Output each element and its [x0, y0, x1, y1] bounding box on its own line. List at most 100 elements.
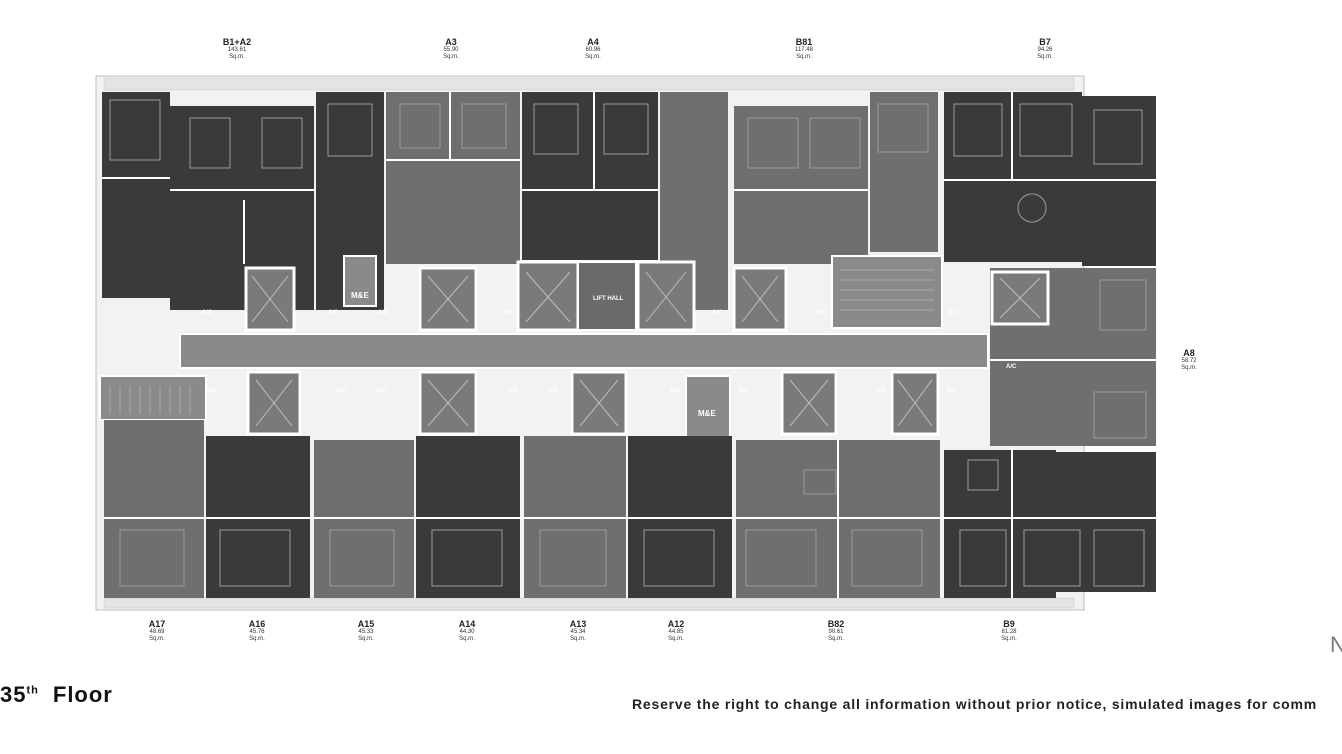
unit-code: A16: [248, 619, 266, 629]
unit-code: B82: [827, 619, 845, 629]
unit-code: B1+A2: [222, 37, 252, 47]
disclaimer-text: Reserve the right to change all informat…: [632, 696, 1318, 712]
unit-block-a17: [104, 420, 204, 598]
interior-walls: [102, 92, 1156, 598]
unit-block-b1-a2-left: [102, 92, 170, 298]
unit-area: 90.61: [828, 629, 844, 636]
unit-block-a3: [386, 92, 520, 264]
ac-label: A/C: [738, 388, 749, 394]
unit-area: 48.69: [149, 629, 165, 636]
north-arrow-icon: N: [1330, 632, 1342, 657]
furniture-outlines: [109, 99, 1147, 587]
unit-label-a15: A15 45.33 Sq.m.: [331, 619, 401, 642]
unit-code: A14: [458, 619, 476, 629]
ac-label: A/C: [376, 388, 387, 394]
corridor: [179, 333, 989, 369]
unit-area: 94.26: [1037, 47, 1053, 54]
unit-block-b9: [944, 450, 1056, 598]
stair-block-top: [831, 255, 943, 329]
unit-label-b82: B82 90.61 Sq.m.: [801, 619, 871, 642]
ac-label: A/C: [670, 388, 681, 394]
unit-code: B9: [1003, 619, 1015, 629]
unit-code: A17: [148, 619, 166, 629]
unit-label-a13: A13 45.34 Sq.m.: [543, 619, 613, 642]
unit-measure: Sq.m.: [570, 635, 586, 642]
unit-measure: Sq.m.: [1037, 53, 1053, 60]
ac-label: A/C: [508, 388, 519, 394]
unit-code: A3: [445, 37, 457, 47]
unit-area: 44.85: [668, 629, 684, 636]
ac-label: A/C: [816, 310, 827, 316]
unit-area: 143.61: [227, 47, 247, 54]
unit-block-b9-right: [1056, 452, 1156, 592]
lift-cross-marks: [251, 271, 1041, 427]
unit-label-b81: B81 117.48 Sq.m.: [769, 37, 839, 60]
ac-label: A/C: [876, 388, 887, 394]
ac-label: A/C: [948, 310, 959, 316]
unit-measure: Sq.m.: [585, 53, 601, 60]
ac-label: A/C: [378, 310, 389, 316]
unit-block-a4: [522, 92, 658, 260]
floor-suffix: th: [26, 684, 39, 697]
floor-title: 35th Floor: [0, 682, 113, 708]
lift-hall-label: LIFT HALL: [593, 296, 624, 302]
unit-label-a3: A3 55.90 Sq.m.: [416, 37, 486, 60]
floor-number: 35: [0, 682, 27, 707]
ac-label: A/C: [946, 388, 957, 394]
ac-label: A/C: [328, 310, 339, 316]
unit-code: A12: [667, 619, 685, 629]
unit-code: A8: [1183, 348, 1195, 358]
unit-area: 45.76: [249, 629, 265, 636]
unit-measure: Sq.m.: [828, 635, 844, 642]
unit-measure: Sq.m.: [1181, 364, 1197, 371]
unit-label-a4: A4 60.96 Sq.m.: [558, 37, 628, 60]
unit-measure: Sq.m.: [459, 635, 475, 642]
unit-code: B7: [1039, 37, 1051, 47]
unit-area: 117.48: [795, 47, 813, 54]
unit-label-b1-a2: B1+A2 143.61 Sq.m.: [202, 37, 272, 60]
ac-label: A/C: [206, 388, 217, 394]
ac-label: A/C: [1006, 364, 1017, 370]
unit-code: A13: [569, 619, 587, 629]
unit-code: A15: [357, 619, 375, 629]
unit-label-a8: A8 58.72 Sq.m.: [1154, 348, 1224, 371]
unit-measure: Sq.m.: [796, 53, 812, 60]
me-label-top: M&E: [351, 291, 369, 300]
ac-label: A/C: [336, 388, 347, 394]
unit-block-b81: [734, 106, 868, 264]
balcony-bottom: [103, 597, 1075, 609]
floor-word: Floor: [52, 682, 113, 707]
unit-label-b9: B9 81.28 Sq.m.: [974, 619, 1044, 642]
unit-code: B81: [795, 37, 813, 47]
unit-measure: Sq.m.: [443, 53, 459, 60]
unit-area: 45.33: [358, 629, 374, 636]
ac-label: A/C: [548, 388, 559, 394]
unit-label-b7: B7 94.26 Sq.m.: [1010, 37, 1080, 60]
unit-measure: Sq.m.: [229, 53, 245, 60]
unit-area: 81.28: [1001, 629, 1017, 636]
unit-measure: Sq.m.: [149, 635, 165, 642]
unit-code: A4: [587, 37, 599, 47]
lift-hall: [577, 261, 637, 331]
unit-label-a14: A14 44.30 Sq.m.: [432, 619, 502, 642]
unit-area: 45.34: [570, 629, 586, 636]
me-room-top: [343, 255, 377, 307]
stair-hatching: [109, 269, 934, 414]
unit-area: 58.72: [1181, 358, 1197, 365]
unit-area: 44.30: [459, 629, 475, 636]
unit-measure: Sq.m.: [249, 635, 265, 642]
unit-area: 55.90: [443, 47, 459, 54]
ac-label: A/C: [504, 310, 515, 316]
unit-area: 60.96: [585, 47, 601, 54]
unit-measure: Sq.m.: [358, 635, 374, 642]
lift-shaft: [516, 260, 580, 332]
balcony-top: [103, 77, 1075, 91]
ac-label: A/C: [202, 310, 213, 316]
me-label-bottom: M&E: [698, 409, 716, 418]
unit-measure: Sq.m.: [1001, 635, 1017, 642]
unit-block-b81-right: [870, 92, 938, 252]
unit-label-a17: A17 48.69 Sq.m.: [122, 619, 192, 642]
ac-label: A/C: [712, 310, 723, 316]
unit-label-a16: A16 45.76 Sq.m.: [222, 619, 292, 642]
